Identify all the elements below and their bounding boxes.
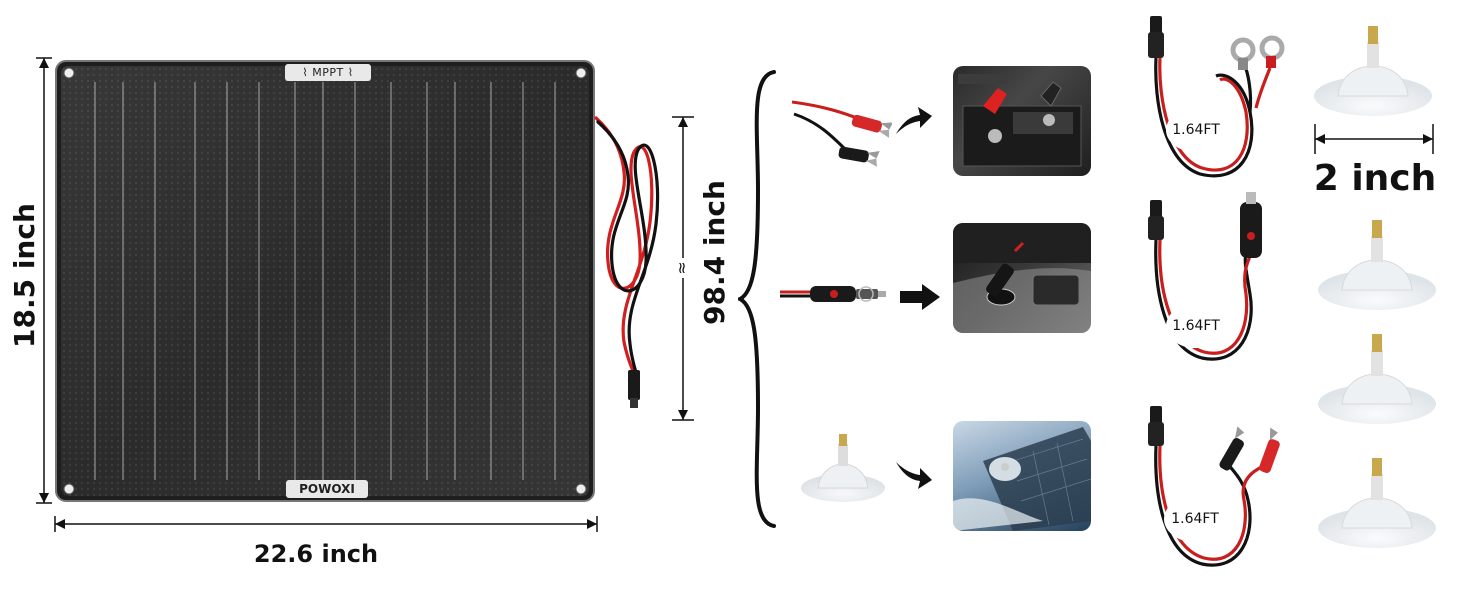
cable-length-1: 1.64FT [1172,122,1220,138]
height-dimension-arrow-icon [36,57,52,504]
arrow-icon [896,462,932,489]
car-socket-photo [953,223,1091,333]
height-label: 18.5 inch [8,203,41,348]
suction-width-arrow-icon [1314,124,1434,154]
suction-cup-icon [1318,458,1436,548]
suction-size-label: 2 inch [1313,158,1437,199]
suction-cup-icon [801,434,885,502]
cable-length-2: 1.64FT [1172,318,1220,334]
cable-length-label: 98.4 inch [698,180,731,325]
approx-symbol: ≈ [672,258,692,278]
arrow-icon [896,107,932,134]
cigarette-plug-cable [1148,192,1262,361]
alligator-clip-icon [792,100,892,167]
cable-length-badge [1166,108,1224,152]
suction-cup-icon [1318,334,1436,424]
brand-badge: POWOXI [286,480,368,498]
pulse-icon: ⌇ [347,66,354,79]
width-dimension-arrow-icon [54,516,598,532]
width-label: 22.6 inch [253,540,379,568]
ring-terminal-cable [1148,16,1285,178]
solar-panel: ⌇ MPPT ⌇ POWOXI [55,60,595,502]
cable-length-badge [1166,304,1224,348]
battery-photo [953,66,1091,176]
suction-cup-icon [1314,26,1432,116]
window-mount-photo [953,421,1091,531]
panel-cable-coil [594,116,660,408]
mppt-badge: ⌇ MPPT ⌇ [285,64,371,81]
cigarette-plug-icon [780,286,886,302]
suction-cup-icon [1318,220,1436,310]
cable-length-badge [1164,496,1224,542]
brand-logo-text: POWOXI [299,482,355,496]
cable-length-3: 1.64FT [1171,511,1219,527]
mppt-label: MPPT [312,66,344,79]
pulse-icon: ⌇ [302,66,309,79]
arrow-icon [900,284,940,310]
brace-icon [738,70,776,528]
alligator-clip-cable [1148,406,1280,567]
